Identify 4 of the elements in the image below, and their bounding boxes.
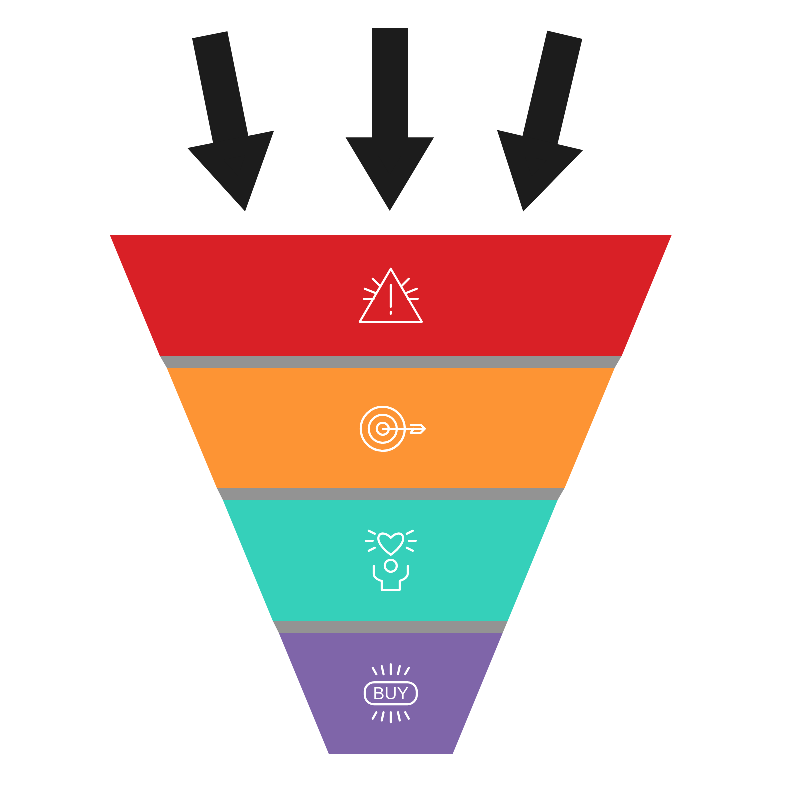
funnel-band bbox=[167, 368, 615, 488]
funnel-band: BUY bbox=[279, 633, 503, 754]
funnel-band bbox=[223, 500, 558, 621]
funnel-band bbox=[110, 235, 672, 356]
